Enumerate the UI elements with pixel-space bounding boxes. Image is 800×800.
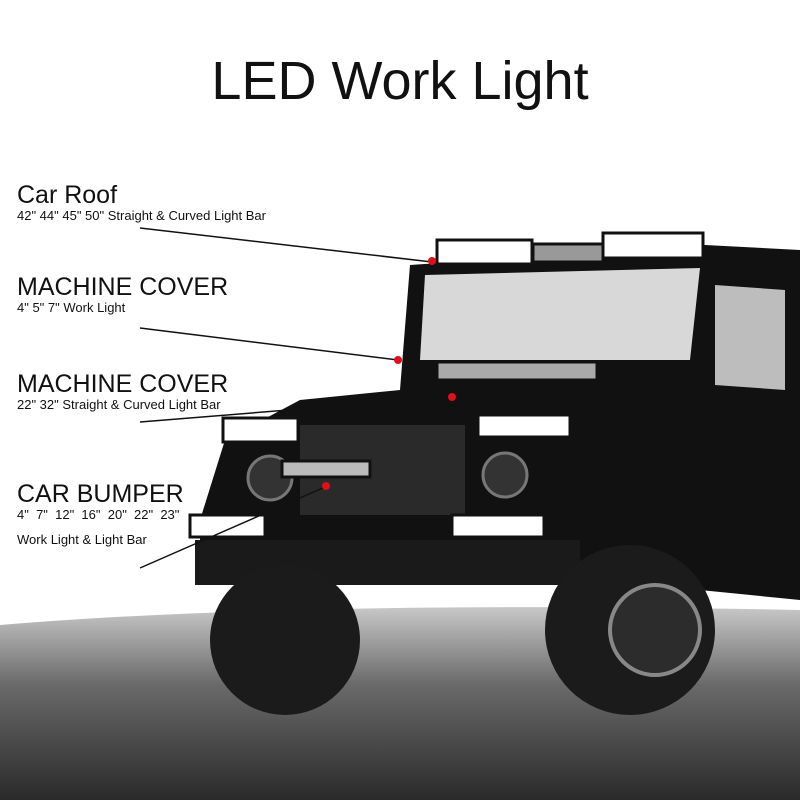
page-title: LED Work Light (211, 51, 589, 111)
leader-line-cover-2 (139, 396, 451, 423)
marker-bumper (322, 482, 330, 490)
callout-heading: Car Roof (17, 181, 118, 209)
leader-line-bumper (139, 486, 326, 569)
marker-cover-1 (394, 356, 402, 364)
callout-heading: MACHINE COVER (17, 370, 229, 398)
leader-line-roof (139, 227, 433, 263)
callout-detail: 4" 5" 7" Work Light (17, 300, 126, 315)
callout-heading: MACHINE COVER (17, 273, 229, 301)
callout-car-roof: Car Roof 42" 44" 45" 50" Straight & Curv… (17, 181, 266, 224)
hood-light-bar (435, 360, 599, 382)
callout-machine-cover-work-light: MACHINE COVER 4" 5" 7" Work Light (17, 273, 229, 316)
callout-detail-2: Work Light & Light Bar (17, 532, 147, 547)
cover-work-light-right (476, 413, 572, 439)
marker-cover-2 (448, 393, 456, 401)
callout-detail: 22" 32" Straight & Curved Light Bar (17, 397, 221, 412)
cover-work-light-left (221, 416, 300, 444)
callout-machine-cover-light-bar: MACHINE COVER 22" 32" Straight & Curved … (17, 370, 229, 413)
tire-left (210, 565, 360, 715)
leader-line-cover-1 (139, 327, 399, 361)
callout-detail: 42" 44" 45" 50" Straight & Curved Light … (17, 208, 266, 223)
bumper-work-light-right (450, 513, 546, 539)
marker-roof (428, 257, 436, 265)
wheel-rim (608, 583, 702, 677)
roof-work-light-right (601, 231, 705, 260)
callout-car-bumper: CAR BUMPER 4" 7" 12" 16" 20" 22" 23" Wor… (17, 480, 184, 548)
bumper-work-light-left (188, 513, 267, 539)
callout-detail: 4" 7" 12" 16" 20" 22" 23" (17, 507, 180, 522)
bumper-light-bar (280, 459, 372, 479)
roof-work-light-left (435, 238, 534, 266)
windshield (420, 268, 700, 360)
side-window (715, 285, 785, 390)
headlight-right (481, 451, 529, 499)
roof-light-bar (531, 242, 605, 264)
callout-heading: CAR BUMPER (17, 480, 184, 508)
